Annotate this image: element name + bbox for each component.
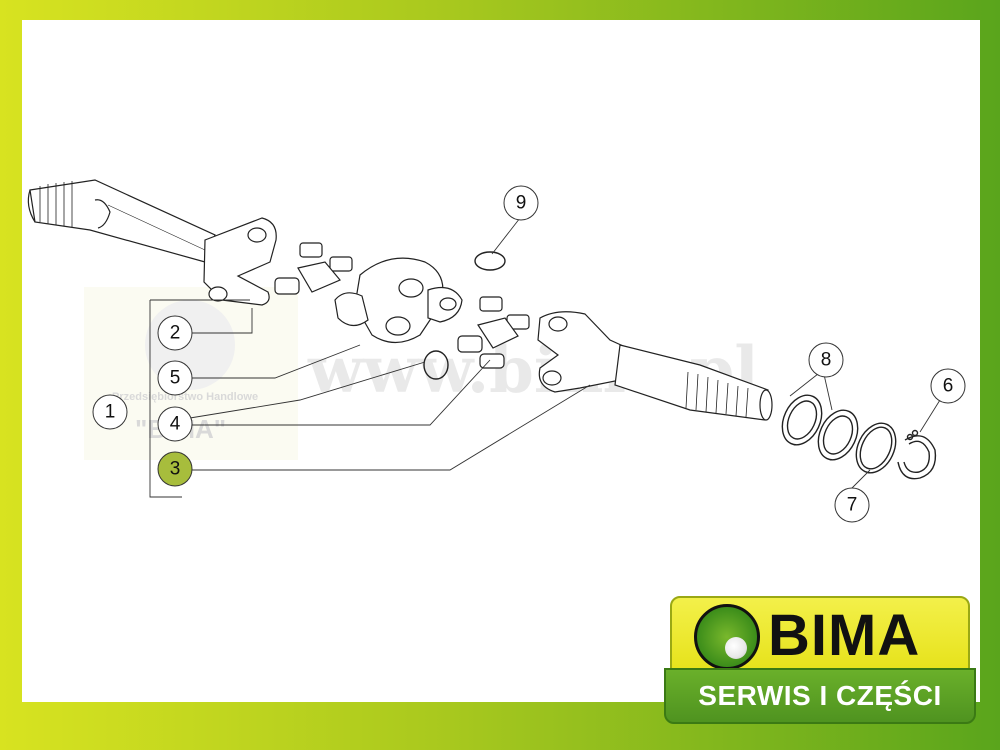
center-housing <box>334 257 463 344</box>
svg-text:5: 5 <box>170 368 181 389</box>
circlip-6 <box>897 429 937 480</box>
callout-8: 8 <box>808 342 844 378</box>
callout-3: 3 <box>157 451 193 487</box>
logo-top-panel: BIMA <box>670 596 970 674</box>
svg-text:6: 6 <box>943 376 954 397</box>
cross-2 <box>457 296 530 369</box>
shaft-left <box>27 179 216 263</box>
yoke-left <box>203 217 277 306</box>
callout-4: 4 <box>157 406 193 442</box>
svg-text:9: 9 <box>516 193 527 214</box>
callout-2: 2 <box>157 315 193 351</box>
watermark-company: Przedsiębiorstwo Handlowe <box>112 391 258 403</box>
svg-text:4: 4 <box>170 414 181 435</box>
callout-9: 9 <box>503 185 539 221</box>
callout-5: 5 <box>157 360 193 396</box>
bracket-line <box>149 300 182 498</box>
yoke-right <box>537 311 633 393</box>
callout-6: 6 <box>930 368 966 404</box>
logo-ball-icon <box>694 604 760 670</box>
ring-8b <box>817 409 859 461</box>
ring-8a <box>781 394 823 446</box>
svg-text:7: 7 <box>847 495 858 516</box>
leader-lines <box>149 217 941 498</box>
svg-text:8: 8 <box>821 350 832 371</box>
callout-1: 1 <box>92 394 128 430</box>
shaft-right <box>614 344 773 421</box>
logo-ball-highlight <box>725 637 747 659</box>
logo-tagline: SERWIS I CZĘŚCI <box>698 680 942 711</box>
ring-7 <box>855 422 897 474</box>
o-ring-top <box>474 251 506 271</box>
svg-text:3: 3 <box>170 459 181 480</box>
logo-word: BIMA <box>768 603 921 668</box>
o-ring-center <box>423 350 449 380</box>
bima-logo: BIMA SERWIS I CZĘŚCI <box>664 596 976 730</box>
callout-7: 7 <box>834 487 870 523</box>
svg-text:2: 2 <box>170 323 181 344</box>
logo-bottom-panel: SERWIS I CZĘŚCI <box>664 668 976 724</box>
svg-text:1: 1 <box>105 402 116 423</box>
cross-1 <box>274 242 353 295</box>
